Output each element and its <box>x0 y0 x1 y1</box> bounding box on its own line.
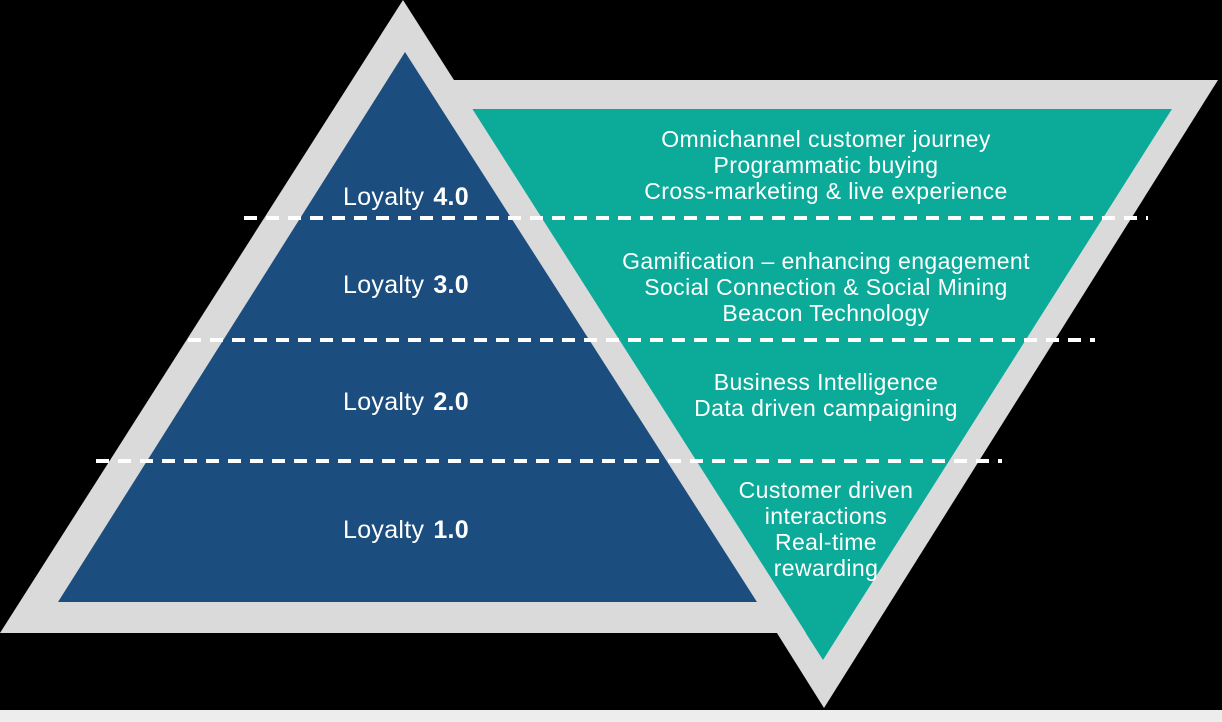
loyalty-3-name: Loyalty <box>343 271 425 299</box>
loyalty-2-version: 2.0 <box>433 388 469 416</box>
loyalty-3-label: Loyalty 3.0 <box>156 270 656 300</box>
pyramid-shape <box>58 52 757 602</box>
funnel-group-loyalty-2: Business Intelligence Data driven campai… <box>694 369 958 421</box>
loyalty-4-label: Loyalty 4.0 <box>156 182 656 212</box>
funnel-group-loyalty-1: Customer driven interactions Real-time r… <box>738 477 914 581</box>
loyalty-3-version: 3.0 <box>433 271 469 299</box>
loyalty-2-name: Loyalty <box>343 388 425 416</box>
funnel-shape <box>470 109 1172 660</box>
loyalty-4-version: 4.0 <box>433 183 469 211</box>
bottom-strip <box>0 710 1222 722</box>
loyalty-1-label: Loyalty 1.0 <box>156 515 656 545</box>
loyalty-2-label: Loyalty 2.0 <box>156 387 656 417</box>
funnel-group-loyalty-4: Omnichannel customer journey Programmati… <box>644 126 1008 204</box>
loyalty-1-name: Loyalty <box>343 516 425 544</box>
funnel-group-loyalty-3: Gamification – enhancing engagement Soci… <box>622 248 1030 326</box>
loyalty-4-name: Loyalty <box>343 183 425 211</box>
loyalty-1-version: 1.0 <box>433 516 469 544</box>
